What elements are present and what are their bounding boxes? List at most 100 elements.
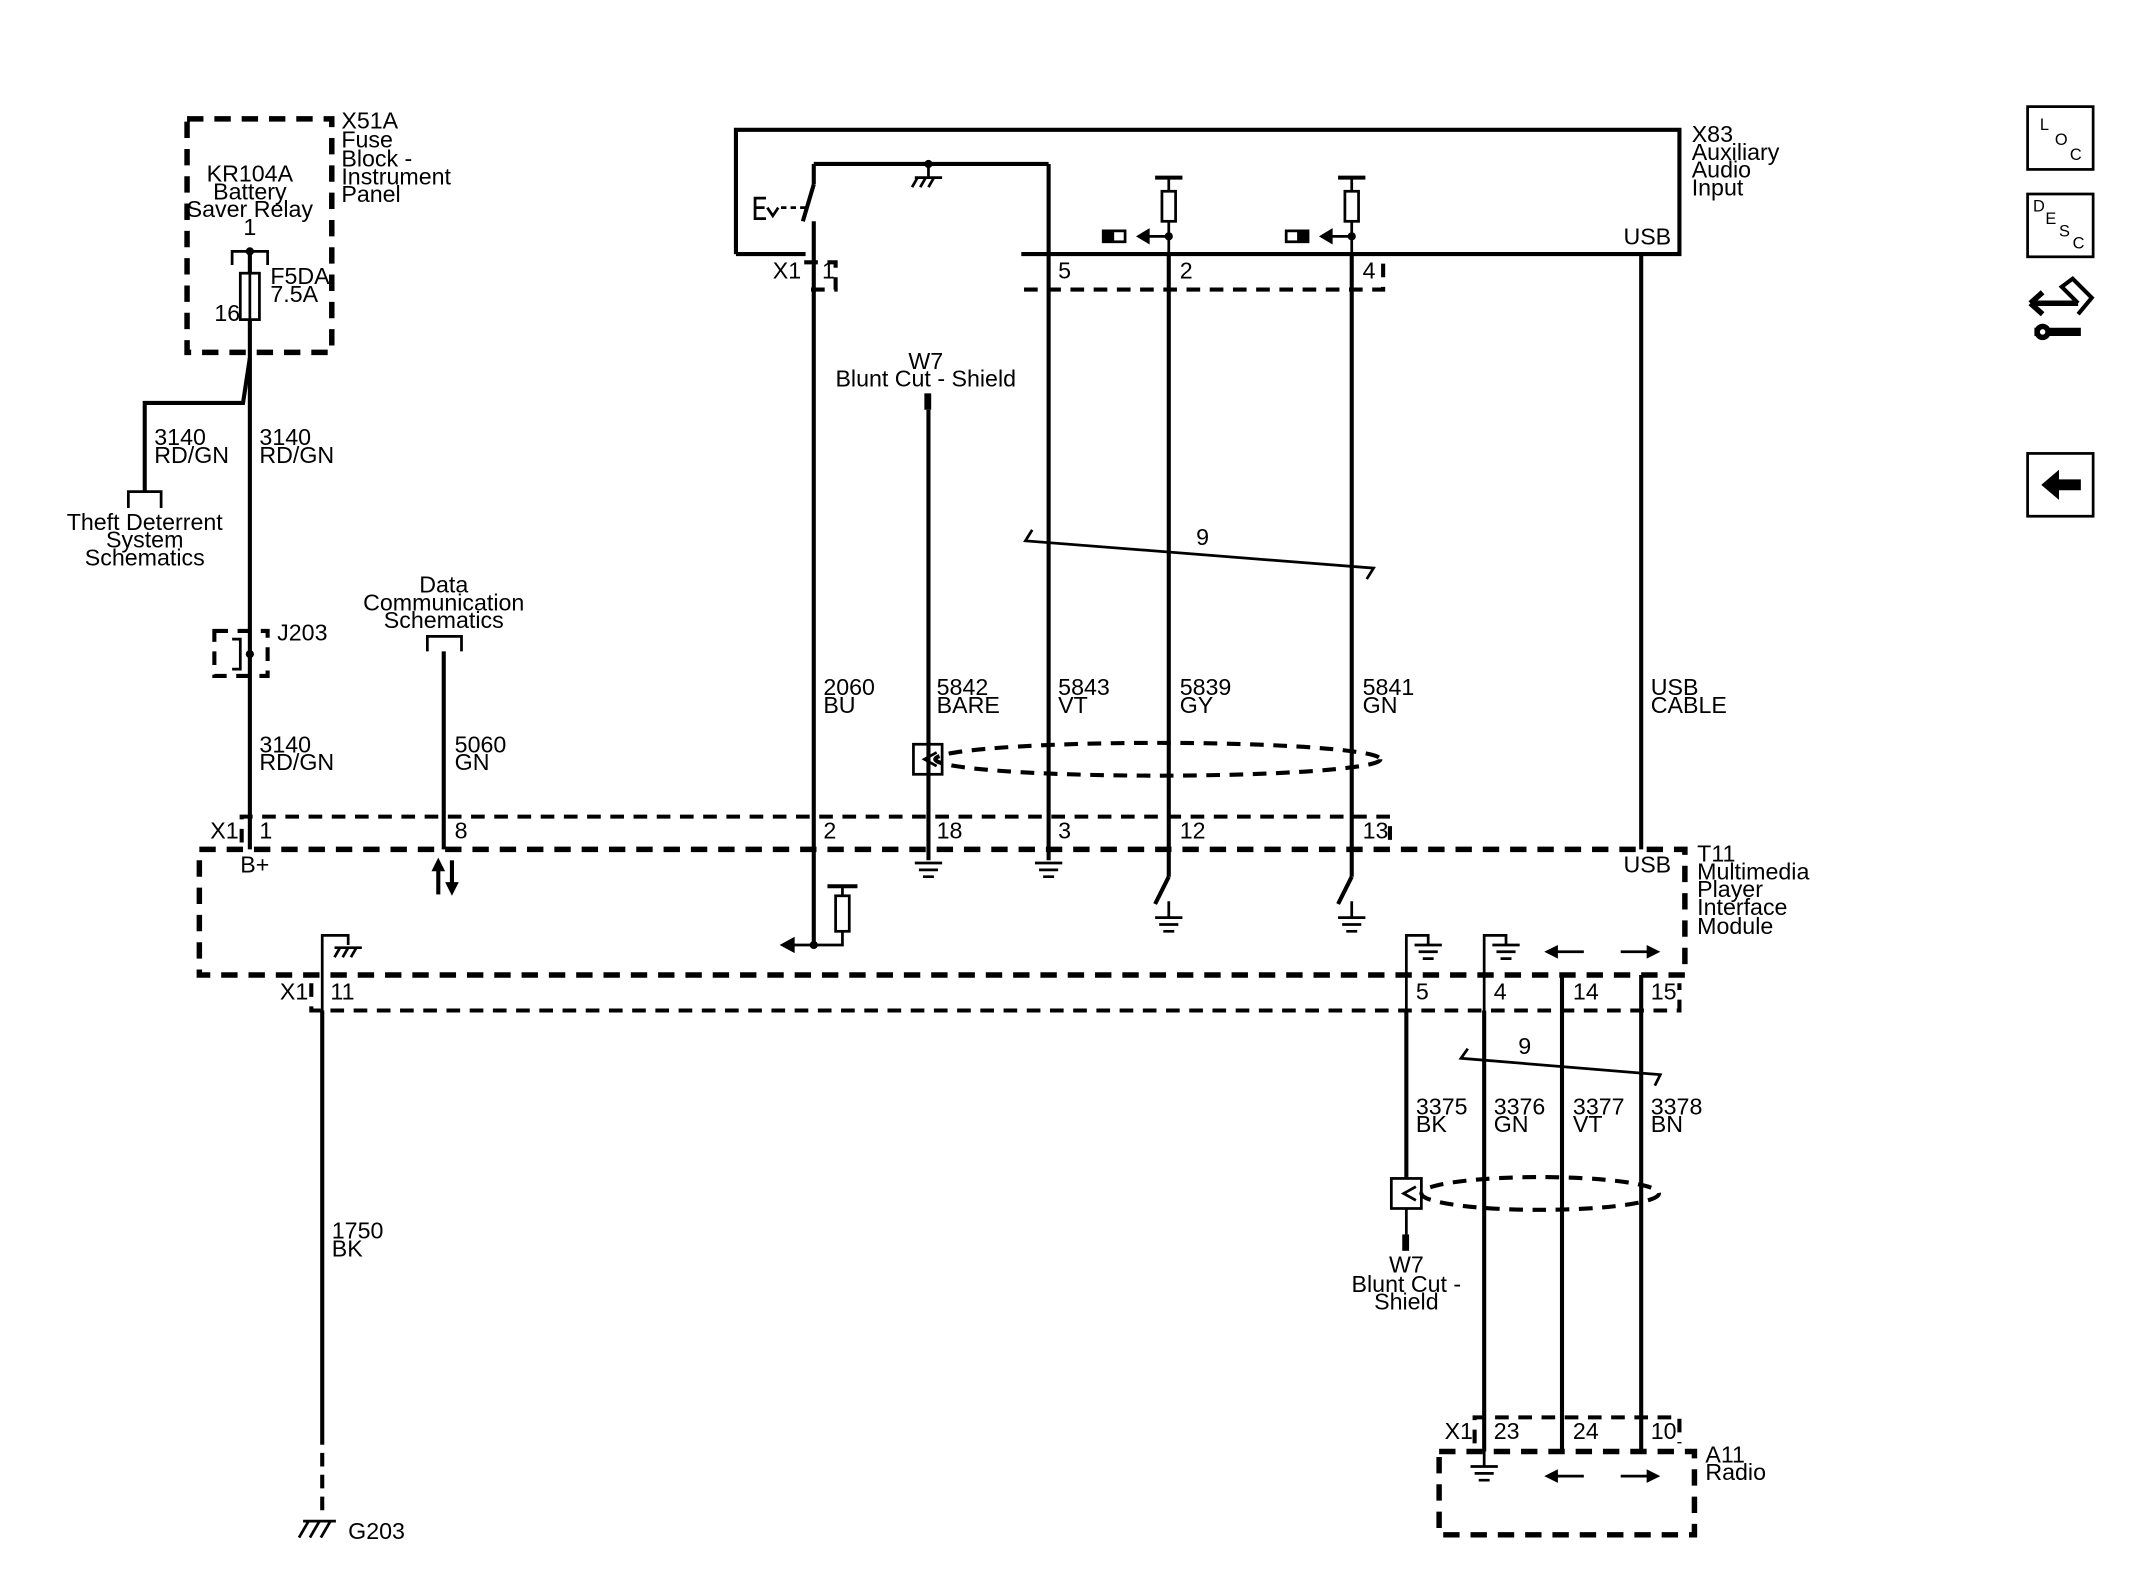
t11-name-4: Module: [1697, 913, 1773, 939]
t11-pin-4: 4: [1494, 979, 1507, 1005]
t11-name-3: Interface: [1697, 894, 1787, 920]
theft-ref-symbol: [126, 490, 163, 509]
w7-bot-ref: W7: [1389, 1252, 1424, 1278]
wire-3140-a-color: RD/GN: [259, 442, 334, 468]
wire-3375-num: 3375: [1416, 1093, 1468, 1119]
theft-ref-3[interactable]: Schematics: [85, 544, 205, 570]
wire-3375-color: BK: [1416, 1111, 1447, 1137]
wire-3376-color: GN: [1494, 1111, 1529, 1137]
wire-3376-num: 3376: [1494, 1093, 1546, 1119]
fuse-ref: F5DA: [270, 263, 330, 289]
loc-button[interactable]: L O C: [2026, 105, 2095, 171]
t11-pin-14: 14: [1573, 979, 1599, 1005]
x83-x1-label: X1: [773, 258, 801, 284]
twist-top: [1023, 529, 1376, 580]
x83-pin-5: 5: [1058, 258, 1071, 284]
x83-pin-4: 4: [1363, 258, 1376, 284]
wire-usb-color: CABLE: [1651, 692, 1727, 718]
x83-name-2: Audio: [1692, 157, 1751, 183]
wire-3378-num: 3378: [1651, 1093, 1703, 1119]
desc-letter-s: S: [2059, 222, 2070, 240]
kr104a-ref: KR104A: [207, 161, 294, 187]
twist-bottom-label: 9: [1518, 1033, 1531, 1059]
wire-3377-num: 3377: [1573, 1093, 1625, 1119]
t11-x1-bottom-connector: [309, 983, 1682, 1013]
back-arrow-icon: [2041, 469, 2081, 500]
wire-5060-color: GN: [455, 749, 490, 775]
x51a-name-2: Block -: [341, 146, 412, 172]
j203-label: J203: [277, 619, 327, 645]
kr104a-name-2: Saver Relay: [187, 196, 314, 222]
loc-letter-o: O: [2055, 131, 2068, 149]
wire-3140-branch: [142, 357, 252, 492]
x51a-name-1: Fuse: [341, 127, 393, 153]
datacomm-ref-1[interactable]: Data: [419, 572, 468, 598]
wire-3377-color: VT: [1573, 1111, 1603, 1137]
t11-pin-15: 15: [1651, 979, 1677, 1005]
t11-pin-12: 12: [1180, 817, 1206, 843]
wire-2060-color: BU: [823, 692, 855, 718]
w7-top-name: Blunt Cut - Shield: [835, 366, 1016, 392]
t11-pin-5: 5: [1416, 979, 1429, 1005]
w7-top-ref: W7: [908, 348, 943, 374]
wire-5842-num: 5842: [937, 674, 989, 700]
wire-3140-left-color: RD/GN: [154, 442, 229, 468]
a11-x1-connector: [1472, 1415, 1682, 1444]
datacomm-ref-3[interactable]: Schematics: [384, 607, 504, 633]
x51a-fuse-block: X51A Fuse Block - Instrument Panel KR104…: [184, 107, 452, 356]
t11-pin-13: 13: [1363, 817, 1389, 843]
connector-repair-icon: [2028, 275, 2095, 341]
a11-x1-label: X1: [1445, 1418, 1473, 1444]
t11-pin-18: 18: [937, 817, 963, 843]
a11-ref: A11: [1705, 1441, 1745, 1467]
x83-pin-1: 1: [822, 258, 835, 284]
x51a-name-4: Panel: [341, 181, 400, 207]
t11-bplus: B+: [240, 852, 269, 878]
wire-3140-left-num: 3140: [154, 424, 206, 450]
back-button[interactable]: [2026, 452, 2095, 518]
t11-pin-2: 2: [823, 817, 836, 843]
wire-3378-color: BN: [1651, 1111, 1683, 1137]
desc-letter-e: E: [2045, 210, 2056, 228]
g203-label: G203: [348, 1518, 405, 1544]
w7-bot-name-1: Blunt Cut -: [1352, 1271, 1462, 1297]
t11-x1-bottom-label: X1: [280, 979, 308, 1005]
fuse-pin: 16: [214, 300, 240, 326]
x83-pin-2: 2: [1180, 258, 1193, 284]
wire-usb-num: USB: [1651, 674, 1699, 700]
x51a-ref: X51A: [341, 107, 398, 133]
desc-letter-c: C: [2073, 235, 2085, 253]
x83-name-3: Input: [1692, 174, 1744, 200]
t11-module: [196, 846, 1688, 978]
twist-top-label: 9: [1196, 524, 1209, 550]
t11-pin-11: 11: [330, 979, 354, 1005]
kr104a-pin: 1: [243, 214, 256, 240]
wire-5843-num: 5843: [1058, 674, 1110, 700]
desc-button[interactable]: D E S C: [2026, 192, 2095, 259]
a11-radio-module: [1436, 1448, 1698, 1538]
connector-repair-button[interactable]: [2028, 275, 2095, 341]
wire-3140-b-color: RD/GN: [259, 749, 334, 775]
wire-3140-a-num: 3140: [259, 424, 311, 450]
x83-name-1: Auxiliary: [1692, 139, 1780, 165]
splice-j203: J203: [212, 619, 328, 679]
wire-5841-num: 5841: [1363, 674, 1415, 700]
desc-letter-d: D: [2033, 198, 2045, 216]
theft-ref-1[interactable]: Theft Deterrent: [67, 509, 224, 535]
a11-pin-10: 10: [1651, 1418, 1677, 1444]
t11-ref: T11: [1697, 841, 1735, 867]
t11-name-2: Player: [1697, 876, 1763, 902]
t11-usb: USB: [1623, 852, 1671, 878]
fuse-rating: 7.5A: [270, 281, 318, 307]
loc-letter-c: C: [2070, 146, 2082, 164]
t11-name-1: Multimedia: [1697, 858, 1809, 884]
theft-ref-2[interactable]: System: [106, 527, 183, 553]
wire-1750-num: 1750: [332, 1218, 384, 1244]
a11-pin-24: 24: [1573, 1418, 1599, 1444]
t11-x1-top-connector: [239, 814, 1393, 843]
x83-usb: USB: [1623, 224, 1671, 250]
t11-pin-3: 3: [1058, 817, 1071, 843]
wire-5839-color: GY: [1180, 692, 1214, 718]
datacomm-ref-2[interactable]: Communication: [363, 589, 524, 615]
loc-letter-l: L: [2040, 116, 2049, 134]
